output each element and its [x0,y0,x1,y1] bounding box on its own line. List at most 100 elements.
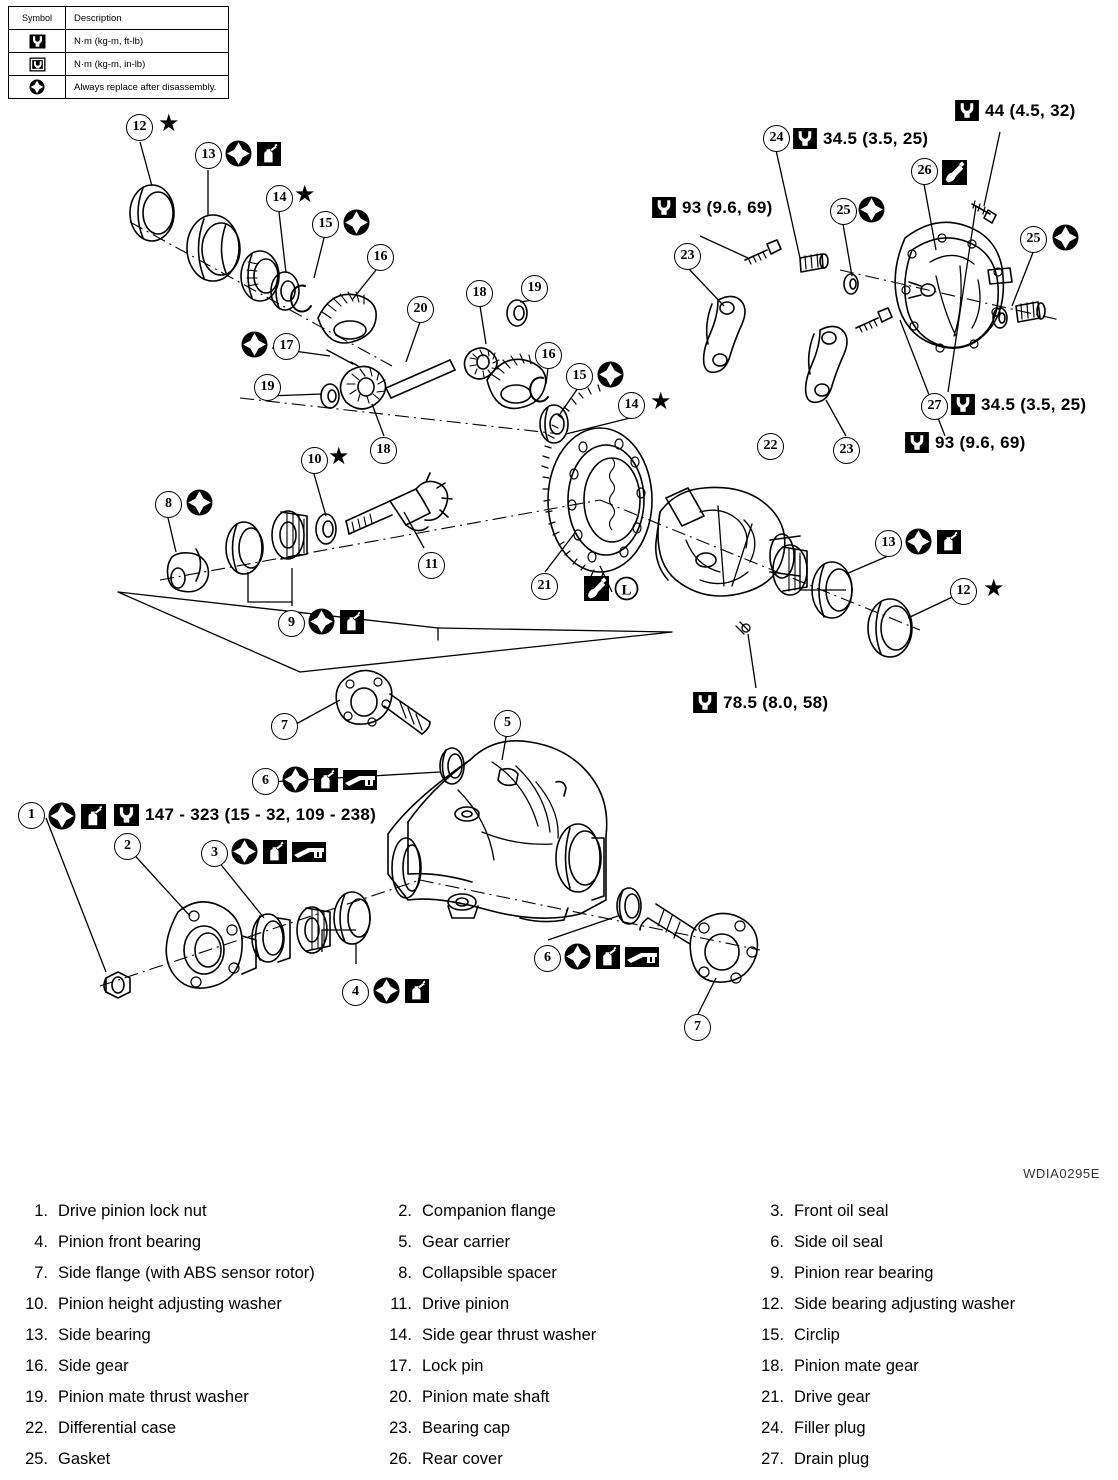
callout-14[interactable]: 14 [266,185,293,212]
callout-26[interactable]: 26 [911,158,938,185]
callout-4[interactable]: 4 [342,979,369,1006]
replace-x-icon [48,802,76,830]
grease-icon [314,767,338,792]
part-item-16: 16.Side gear [0,1351,378,1382]
part-name: Filler plug [794,1419,866,1437]
callout-14b[interactable]: 14 [618,392,645,419]
replace-x-icon [8,75,66,99]
part-item-12: 12.Side bearing adjusting washer [750,1289,1118,1320]
callout-18[interactable]: 18 [466,280,493,307]
callout-12b[interactable]: 12 [950,578,977,605]
callout-16b[interactable]: 16 [535,342,562,369]
callout-18b[interactable]: 18 [370,437,397,464]
parts-row: 7.Side flange (with ABS sensor rotor) 8.… [0,1258,1118,1289]
replace-x-icon [343,209,370,236]
replace-x-icon [905,528,932,555]
part-name: Pinion mate gear [794,1357,919,1375]
callout-21[interactable]: 21 [531,573,558,600]
grease-icon [81,803,106,829]
part-item-1: 1.Drive pinion lock nut [0,1196,378,1227]
part-name: Drain plug [794,1450,870,1468]
parts-row: 1.Drive pinion lock nut 2.Companion flan… [0,1196,1118,1227]
callout-13b[interactable]: 13 [875,530,902,557]
callout-6b[interactable]: 6 [534,945,561,972]
part-number: 27. [761,1450,784,1468]
torque-ftlb-icon [793,128,817,149]
part-number: 19. [25,1388,48,1406]
callout-7[interactable]: 7 [271,713,298,740]
callout-8[interactable]: 8 [155,491,182,518]
press-tool-icon [625,946,659,967]
replace-x-icon [858,196,885,223]
callout-19[interactable]: 19 [521,275,548,302]
exploded-view-drawing [45,131,1061,1015]
part-name: Drive pinion lock nut [58,1202,207,1220]
legend-description: N·m (kg-m, in-lb) [65,52,229,76]
grease-icon [340,609,364,634]
callout-27[interactable]: 27 [921,393,948,420]
part-name: Rear cover [422,1450,503,1468]
part-item-18: 18.Pinion mate gear [750,1351,1118,1382]
callout-6[interactable]: 6 [252,768,279,795]
part-item-22: 22.Differential case [0,1413,378,1444]
part-number: 3. [770,1202,784,1220]
part-number: 15. [761,1326,784,1344]
callout-24[interactable]: 24 [763,125,790,152]
part-item-19: 19. Pinion mate thrust washer [0,1382,378,1413]
legend-row: N·m (kg-m, ft-lb) [8,29,229,53]
callout-1[interactable]: 1 [18,802,45,829]
part-item-4: 4.Pinion front bearing [0,1227,378,1258]
callout-23b[interactable]: 23 [833,437,860,464]
callout-19b[interactable]: 19 [254,374,281,401]
callout-25[interactable]: 25 [830,198,857,225]
parts-row: 13.Side bearing 14.Side gear thrust wash… [0,1320,1118,1351]
part-item-3: 3.Front oil seal [750,1196,1118,1227]
part-number: 25. [25,1450,48,1468]
part-name: Gasket [58,1450,111,1468]
callout-13[interactable]: 13 [195,142,222,169]
torque-93b: 93 (9.6, 69) [905,432,1026,453]
part-item-24: 24.Filler plug [750,1413,1118,1444]
part-name: Side bearing [58,1326,151,1344]
star-icon: ★ [650,388,672,415]
legend-description: Always replace after disassembly. [65,75,229,99]
part-number: 22. [25,1419,48,1437]
callout-17[interactable]: 17 [273,333,300,360]
sealant-icon [584,576,609,601]
callout-7b[interactable]: 7 [684,1014,711,1041]
part-item-21: 21.Drive gear [750,1382,1118,1413]
star-icon: ★ [983,575,1005,602]
callout-3[interactable]: 3 [201,840,228,867]
torque-ftlb-icon [8,29,66,53]
parts-row: 25.Gasket 26.Rear cover 27.Drain plug [0,1444,1118,1475]
callout-10[interactable]: 10 [301,447,328,474]
callout-9[interactable]: 9 [278,610,305,637]
part-item-7: 7.Side flange (with ABS sensor rotor) [0,1258,378,1289]
svg-text:L: L [621,582,631,598]
callout-11[interactable]: 11 [418,552,445,579]
part-item-25: 25. Gasket [0,1444,378,1475]
torque-ftlb-icon [955,100,979,121]
replace-x-icon [241,331,268,358]
callout-25b[interactable]: 25 [1020,226,1047,253]
callout-15b[interactable]: 15 [566,363,593,390]
callout-2[interactable]: 2 [114,833,141,860]
callout-12[interactable]: 12 [126,114,153,141]
callout-22[interactable]: 22 [757,433,784,460]
callout-15[interactable]: 15 [312,211,339,238]
part-name: Lock pin [422,1357,484,1375]
callout-20[interactable]: 20 [407,296,434,323]
torque-ftlb-icon [951,394,975,415]
part-item-20: 20.Pinion mate shaft [378,1382,750,1413]
part-number: 17. [389,1357,412,1375]
part-number: 13. [25,1326,48,1344]
part-item-6: 6.Side oil seal [750,1227,1118,1258]
part-name: Companion flange [422,1202,556,1220]
parts-row: 10.Pinion height adjusting washer 11.Dri… [0,1289,1118,1320]
part-item-27: 27. Drain plug [750,1444,1118,1475]
callout-16[interactable]: 16 [367,244,394,271]
callout-5[interactable]: 5 [494,710,521,737]
callout-23[interactable]: 23 [674,243,701,270]
part-name: Pinion mate thrust washer [58,1388,249,1406]
part-name: Collapsible spacer [422,1264,557,1282]
